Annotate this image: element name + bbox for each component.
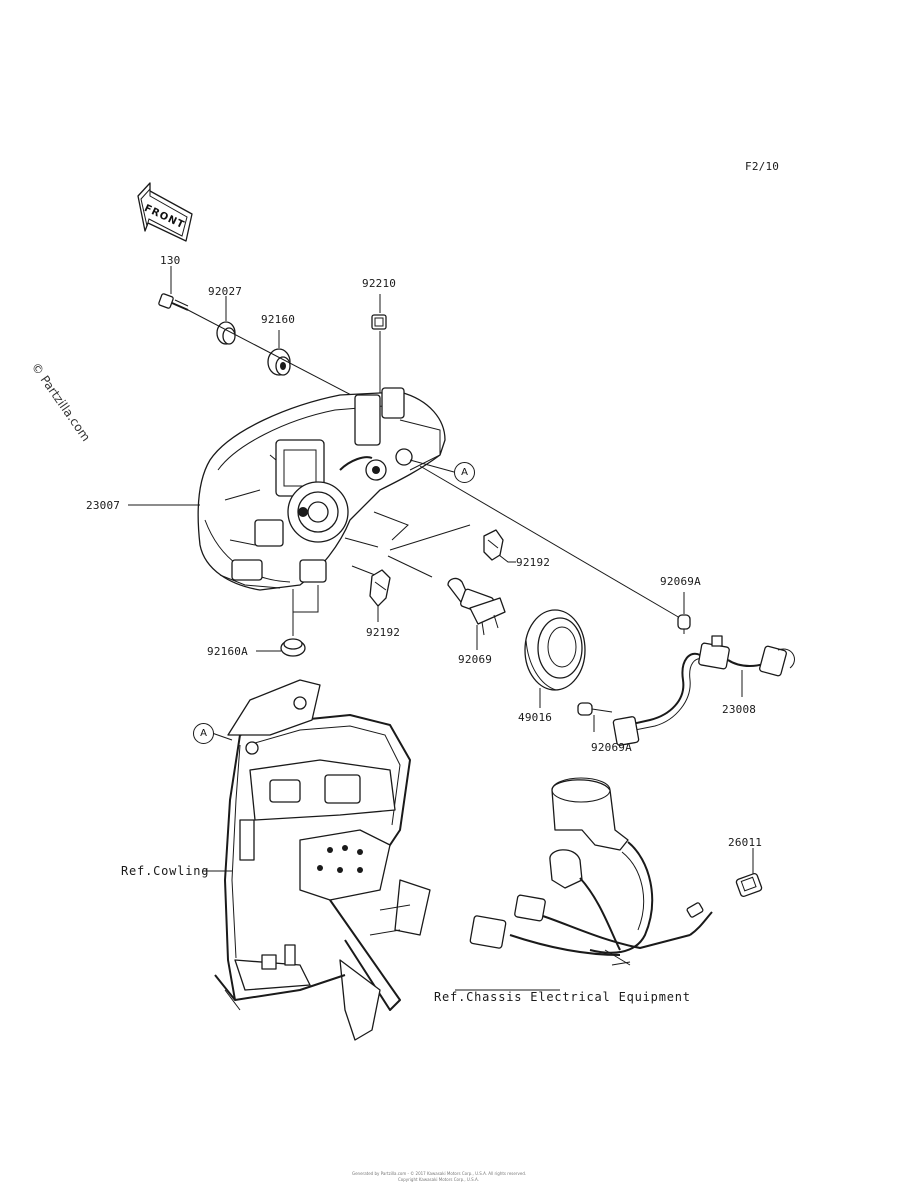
harness-23008-part (612, 635, 795, 746)
part-label-92210: 92210 (362, 277, 397, 290)
part-label-49016: 49016 (518, 711, 553, 724)
part-label-92192-right: 92192 (516, 556, 551, 569)
grommet-92160A-part (280, 638, 306, 657)
part-label-92192-left: 92192 (366, 626, 401, 639)
part-label-92069A-bottom: 92069A (591, 741, 632, 754)
part-label-23008: 23008 (722, 703, 757, 716)
callout-a-bracket: A (193, 723, 214, 744)
footer-line-1: Generated by Partzilla.com - © 2017 Kawa… (352, 1171, 527, 1176)
ref-chassis-label: Ref.Chassis Electrical Equipment (434, 990, 691, 1004)
part-label-23007: 23007 (86, 499, 121, 512)
part-label-92160A: 92160A (207, 645, 248, 658)
bolt-130-part (158, 293, 189, 311)
bulb-92069A-top-part (677, 614, 691, 634)
main-harness-part (469, 777, 713, 966)
dust-cover-49016-part (524, 609, 586, 691)
grommet-92160-part (267, 348, 291, 376)
part-label-92069A-top: 92069A (660, 575, 701, 588)
front-arrow-icon (137, 182, 193, 242)
part-label-92027: 92027 (208, 285, 243, 298)
cowling-bracket-frame (214, 679, 431, 1041)
callout-a-label: A (200, 728, 207, 739)
part-label-130: 130 (160, 254, 181, 267)
connector-26011-part (735, 872, 763, 898)
part-label-26011: 26011 (728, 836, 763, 849)
headlight-assembly-23007-part (197, 387, 446, 591)
bulb-cap-92192-right-part (483, 529, 504, 561)
part-label-92069: 92069 (458, 653, 493, 666)
bulb-cap-92192-left-part (369, 569, 391, 607)
nut-92210-part (371, 314, 387, 330)
figure-code: F2/10 (745, 160, 780, 173)
footer-line-2: Copyright Kawasaki Motors Corp., U.S.A. (398, 1177, 479, 1182)
bulb-92069A-bottom-part (577, 702, 593, 716)
bulb-92069-part (447, 577, 506, 636)
part-label-92160: 92160 (261, 313, 296, 326)
callout-a-headlight: A (454, 462, 475, 483)
ref-cowling-label: Ref.Cowling (121, 864, 210, 878)
callout-a-label: A (461, 467, 468, 478)
